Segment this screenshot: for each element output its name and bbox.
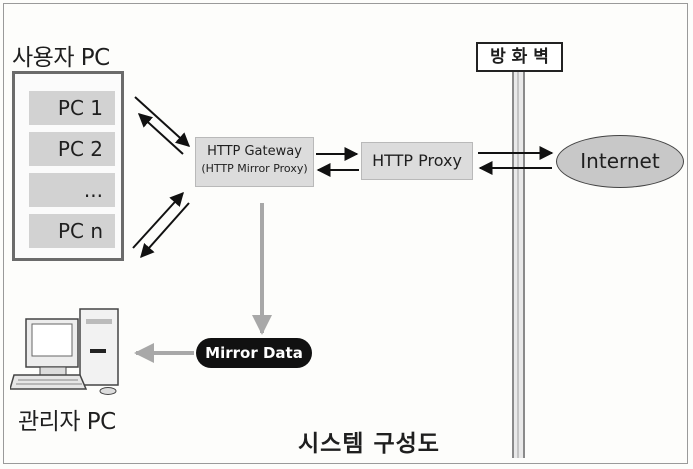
diagram-frame <box>3 3 688 464</box>
arrow-gateway-to-users-upper <box>137 113 184 155</box>
pc-item-n: PC n <box>29 214 115 248</box>
arrow-gateway-to-users-lower <box>140 202 190 259</box>
internet-node: Internet <box>556 135 684 188</box>
gateway-sublabel: (HTTP Mirror Proxy) <box>201 162 308 175</box>
mirror-data-node: Mirror Data <box>196 338 312 368</box>
admin-pc-title: 관리자 PC <box>18 409 116 435</box>
pc-item-2: PC 2 <box>29 132 115 166</box>
diagram-caption: 시스템 구성도 <box>298 431 440 457</box>
arrow-users-to-gateway-upper <box>134 96 191 147</box>
arrow-users-to-gateway-lower <box>132 191 184 249</box>
firewall-label: 방 화 벽 <box>476 42 563 72</box>
user-pc-title: 사용자 PC <box>12 45 110 71</box>
user-pc-group: PC 1 PC 2 ... PC n <box>12 71 124 261</box>
admin-computer-icon <box>10 308 119 395</box>
http-gateway-box: HTTP Gateway (HTTP Mirror Proxy) <box>195 137 314 187</box>
gateway-label: HTTP Gateway <box>207 144 302 159</box>
pc-item-ellipsis: ... <box>29 173 115 207</box>
http-proxy-box: HTTP Proxy <box>361 142 473 180</box>
pc-item-1: PC 1 <box>29 91 115 125</box>
